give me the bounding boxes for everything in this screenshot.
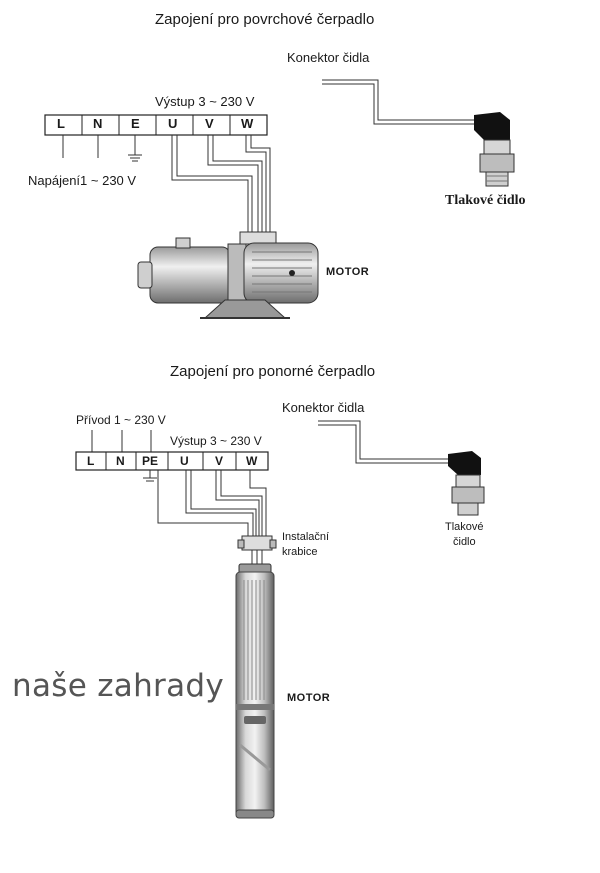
top-output-wires <box>171 135 271 240</box>
bottom-pressure-sensor <box>448 451 485 516</box>
top-terminal-v: V <box>205 116 214 131</box>
bottom-title: Zapojení pro ponorné čerpadlo <box>170 363 376 380</box>
top-terminal-n: N <box>93 116 103 131</box>
top-terminal-w: W <box>241 116 254 131</box>
bottom-supply-label: Přívod 1 ~ 230 V <box>76 413 166 427</box>
top-sensor-cable <box>322 79 476 125</box>
top-title: Zapojení pro povrchové čerpadlo <box>155 11 375 28</box>
top-connector-label: Konektor čidla <box>287 50 370 65</box>
top-terminal-block <box>44 114 268 136</box>
top-terminal-u: U <box>168 116 178 131</box>
junction-label-1: Instalační <box>282 531 330 543</box>
bottom-terminal-v: V <box>215 454 224 468</box>
junction-label-2: krabice <box>282 546 318 558</box>
junction-box <box>237 535 277 551</box>
bottom-terminal-n: N <box>116 454 125 468</box>
bottom-output-wires <box>157 470 267 538</box>
bottom-motor-label: MOTOR <box>287 692 331 704</box>
bottom-sensor-label-1: Tlakové <box>445 521 484 533</box>
top-motor-label: MOTOR <box>326 266 370 278</box>
surface-pump-motor <box>137 231 319 319</box>
top-output-label: Výstup 3 ~ 230 V <box>155 94 255 109</box>
bottom-output-label: Výstup 3 ~ 230 V <box>170 434 262 448</box>
top-sensor-label: Tlakové čidlo <box>445 193 526 208</box>
top-supply-wires <box>62 135 142 162</box>
top-terminal-l: L <box>57 116 65 131</box>
bottom-sensor-label-2: čidlo <box>453 536 476 548</box>
bottom-terminal-pe: PE <box>142 454 159 468</box>
top-pressure-sensor <box>474 112 515 187</box>
submersible-pump <box>235 563 275 819</box>
bottom-terminal-block <box>75 451 269 471</box>
bottom-terminal-l: L <box>87 454 95 468</box>
bottom-sensor-cable <box>318 420 450 464</box>
bottom-terminal-u: U <box>180 454 189 468</box>
bottom-supply-wires <box>91 430 152 452</box>
watermark-logo: naše zahrady <box>12 668 225 704</box>
top-supply-label: Napájení1 ~ 230 V <box>28 173 137 188</box>
top-terminal-e: E <box>131 116 140 131</box>
bottom-ground-symbol <box>143 470 157 482</box>
bottom-terminal-w: W <box>246 454 258 468</box>
bottom-connector-label: Konektor čidla <box>282 400 365 415</box>
pump-cable <box>251 550 263 566</box>
